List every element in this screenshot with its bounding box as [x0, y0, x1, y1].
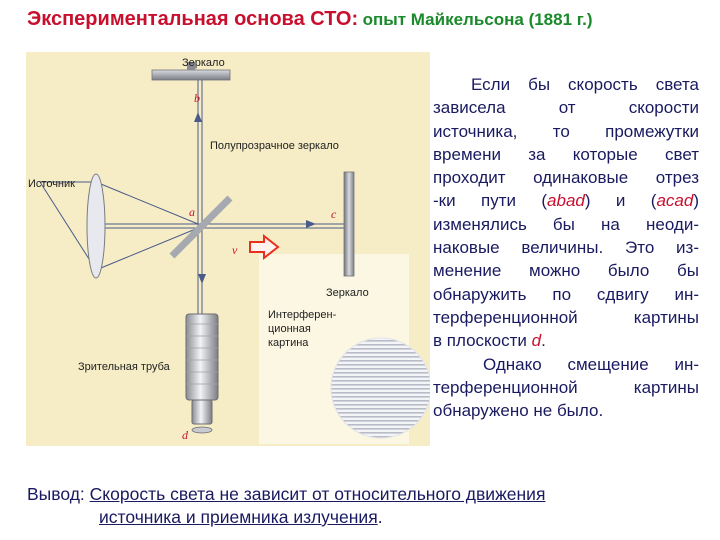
para-line-8: наковые величины. Это из- — [433, 238, 699, 258]
para-line-1: Если бы скорость света — [471, 75, 699, 94]
conclusion-text-1: Скорость света не зависит от относительн… — [89, 484, 546, 504]
interference-pattern — [330, 337, 430, 439]
conclusion: Вывод: Скорость света не зависит от отно… — [27, 483, 545, 529]
right-mirror — [343, 171, 355, 277]
em-acad: acad — [656, 191, 694, 211]
para-line-15: обнаружено не было. — [433, 401, 604, 421]
para-line-6: -ки пути (abad) и (acad) — [433, 191, 699, 211]
title-main: Экспериментальная основа СТО: — [27, 8, 359, 30]
interference-label-3: картина — [268, 337, 309, 349]
point-c-label: c — [331, 207, 337, 221]
para-line-4: времени за которые свет — [433, 144, 699, 164]
para-line-10: обнаружить по сдвигу ин- — [433, 284, 699, 304]
para-line-14: терференционной картины — [433, 377, 699, 397]
beam-arrow-right — [306, 220, 316, 228]
para-line-5: проходит одинаковые отрез — [433, 168, 699, 188]
conclusion-line-1: Вывод: Скорость света не зависит от отно… — [27, 483, 545, 506]
page-title: Экспериментальная основа СТО: опыт Майке… — [27, 8, 593, 31]
beam-arrow-down — [198, 274, 206, 284]
top-mirror — [151, 69, 231, 81]
beam-lines — [39, 80, 344, 314]
lens — [86, 173, 106, 279]
para-line-2: зависела от скорости — [433, 98, 699, 118]
right-mirror-label: Зеркало — [326, 287, 369, 299]
point-a-label: a — [189, 205, 195, 219]
semi-mirror — [169, 195, 233, 259]
top-mirror-label: Зеркало — [182, 57, 225, 69]
para-line-7: изменялись бы на неоди- — [433, 214, 699, 234]
velocity-label: v — [232, 243, 238, 257]
title-sub: опыт Майкельсона (1881 г.) — [362, 10, 593, 29]
beam-arrow-up — [194, 112, 202, 122]
telescope — [185, 313, 219, 434]
velocity-arrow — [249, 233, 280, 261]
conclusion-label: Вывод: — [27, 484, 85, 504]
point-d-label: d — [182, 428, 189, 442]
para-line-13: Однако смещение ин- — [483, 354, 699, 374]
para-line-11: терференционной картины — [433, 307, 699, 327]
telescope-label: Зрительная труба — [78, 361, 171, 373]
conclusion-end: . — [377, 507, 383, 527]
para-line-12: в плоскости d. — [433, 331, 546, 351]
conclusion-line-2: источника и приемника излучения. — [27, 506, 545, 529]
explanation-paragraph: Если бы скорость света зависела от скоро… — [433, 73, 699, 422]
interference-label-1: Интерферен- — [268, 309, 337, 321]
point-b-label: b — [194, 91, 200, 105]
semi-mirror-label: Полупрозрачное зеркало — [210, 140, 339, 152]
em-d: d — [531, 331, 542, 351]
para-line-9: менение можно было бы — [433, 261, 699, 281]
conclusion-text-2: источника и приемника излучения — [99, 507, 378, 527]
top-mirror-mount — [187, 62, 195, 70]
source-label: Источник — [28, 178, 75, 190]
michelson-diagram: Зеркало Источник Полупрозрачное зеркало … — [26, 52, 430, 446]
para-line-3: источника, то промежутки — [433, 121, 699, 141]
interference-label-2: ционная — [268, 323, 311, 335]
em-abad: abad — [547, 191, 585, 211]
